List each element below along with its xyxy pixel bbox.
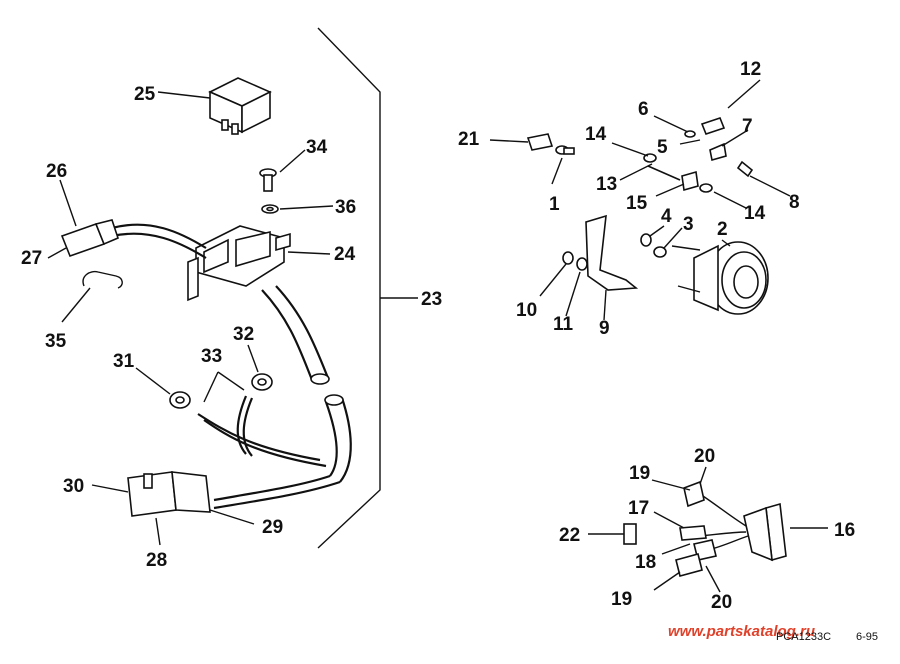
bracket-9-part bbox=[585, 214, 639, 321]
harness-block-part bbox=[187, 225, 331, 302]
callout-23: 23 bbox=[421, 289, 442, 310]
date-code: 6-95 bbox=[856, 631, 878, 643]
callout-6: 6 bbox=[638, 99, 649, 120]
bulb-part bbox=[640, 225, 683, 258]
callout-20: 20 bbox=[694, 446, 715, 467]
callout-labels: 1 2 3 4 5 6 7 8 9 10 11 12 13 14 15 16 1… bbox=[21, 59, 855, 613]
callout-8: 8 bbox=[789, 192, 800, 213]
callout-10: 10 bbox=[516, 300, 537, 321]
callout-20b: 20 bbox=[711, 592, 732, 613]
bracket-21-part bbox=[489, 133, 554, 151]
clip-part bbox=[61, 270, 123, 323]
group-bracket-23 bbox=[317, 27, 418, 549]
callout-7: 7 bbox=[742, 116, 753, 137]
ring-terminal-31 bbox=[135, 367, 191, 409]
callout-16: 16 bbox=[834, 520, 855, 541]
callout-2: 2 bbox=[717, 219, 728, 240]
nut-washer-part bbox=[539, 251, 588, 317]
wire-harness bbox=[111, 223, 352, 510]
callout-19b: 19 bbox=[611, 589, 632, 610]
callout-15: 15 bbox=[626, 193, 648, 214]
callout-36: 36 bbox=[335, 197, 356, 218]
relay-part bbox=[157, 77, 272, 135]
callout-11: 11 bbox=[553, 314, 574, 335]
catalog-code: PCA1233C bbox=[776, 631, 831, 643]
screw-1-part bbox=[551, 145, 575, 185]
callout-28: 28 bbox=[146, 550, 167, 571]
callout-34: 34 bbox=[306, 137, 328, 158]
callout-17: 17 bbox=[628, 498, 649, 519]
gauge-part bbox=[671, 239, 769, 315]
leader-33-b bbox=[217, 371, 245, 391]
callout-14: 14 bbox=[585, 124, 607, 145]
callout-32: 32 bbox=[233, 324, 254, 345]
callout-21: 21 bbox=[458, 129, 480, 150]
callout-9: 9 bbox=[599, 318, 610, 339]
socket-assembly-part bbox=[588, 466, 828, 593]
callout-30: 30 bbox=[63, 476, 84, 497]
callout-35: 35 bbox=[45, 331, 67, 352]
callout-5: 5 bbox=[657, 137, 668, 158]
callout-14b: 14 bbox=[744, 203, 766, 224]
callout-18: 18 bbox=[635, 552, 656, 573]
callout-33: 33 bbox=[201, 346, 222, 367]
callout-13: 13 bbox=[596, 174, 617, 195]
callout-27: 27 bbox=[21, 248, 42, 269]
screw-part bbox=[259, 149, 306, 192]
callout-19: 19 bbox=[629, 463, 650, 484]
washer-part bbox=[261, 204, 334, 214]
watermark-text: www.partskatalog.ru bbox=[668, 623, 815, 640]
callout-12: 12 bbox=[740, 59, 761, 80]
terminal-group bbox=[611, 79, 791, 209]
callout-25: 25 bbox=[134, 84, 156, 105]
connector-30-part bbox=[91, 471, 255, 546]
ring-terminal-32 bbox=[247, 344, 273, 391]
callout-29: 29 bbox=[262, 517, 283, 538]
leader-33-a bbox=[203, 371, 219, 403]
callout-31: 31 bbox=[113, 351, 135, 372]
callout-4: 4 bbox=[661, 206, 672, 227]
callout-3: 3 bbox=[683, 214, 694, 235]
callout-24: 24 bbox=[334, 244, 356, 265]
callout-1: 1 bbox=[549, 194, 560, 215]
connector-26-part bbox=[47, 179, 119, 259]
callout-26: 26 bbox=[46, 161, 67, 182]
callout-22: 22 bbox=[559, 525, 580, 546]
